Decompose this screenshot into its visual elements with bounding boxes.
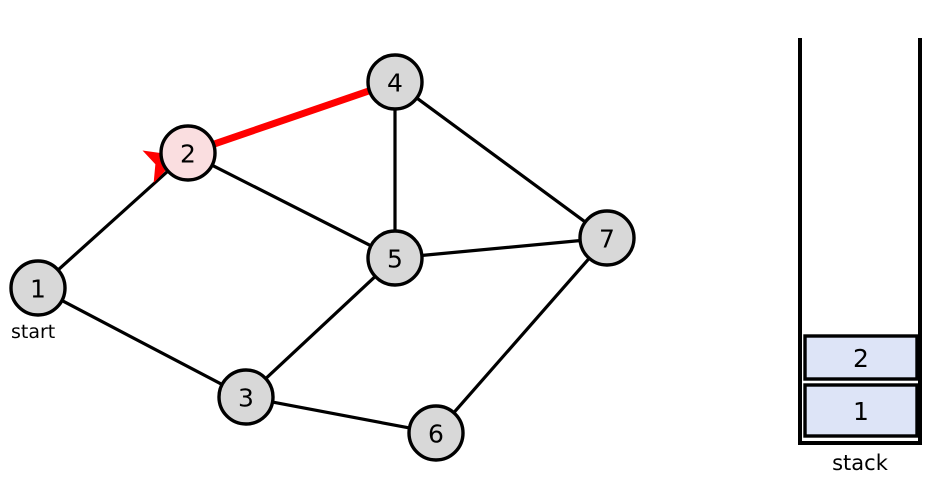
node-circle-2[interactable] (159, 124, 217, 182)
node-label-4: 4 (387, 69, 403, 98)
node-circle-3[interactable] (217, 368, 275, 426)
node-circle-5[interactable] (366, 229, 424, 287)
node-circle-6[interactable] (407, 404, 465, 462)
node-label-2: 2 (180, 140, 196, 169)
graph-edge-3-5 (262, 273, 379, 382)
graph-edge-1-3 (58, 298, 226, 387)
graph-edge-5-7 (418, 238, 584, 258)
graph-edge-1-2 (54, 168, 172, 273)
graph-edge-3-6 (268, 400, 414, 430)
node-label-1: 1 (30, 275, 46, 304)
start-label: start (11, 321, 55, 343)
stack-cell-value-1: 1 (853, 397, 869, 426)
stack-cell-0[interactable]: 2 (803, 334, 919, 381)
graph-node-6[interactable]: 6 (407, 404, 465, 462)
graph-nodes: 1 start 2 3 4 5 6 7 (9, 53, 636, 462)
stack-cell-box-0[interactable] (803, 334, 919, 381)
node-label-5: 5 (387, 245, 403, 274)
stack-cell-box-1[interactable] (803, 383, 919, 438)
graph-node-4[interactable]: 4 (366, 53, 424, 111)
node-label-7: 7 (599, 225, 615, 254)
graph-node-5[interactable]: 5 (366, 229, 424, 287)
graph-edges (54, 95, 593, 430)
graph-node-7[interactable]: 7 (578, 209, 636, 267)
stack-widget: 2 1 stack (798, 38, 922, 475)
stack-cell-value-0: 2 (853, 344, 869, 373)
stack-caption: stack (832, 451, 889, 475)
graph-edge-4-7 (413, 95, 589, 225)
node-circle-7[interactable] (578, 209, 636, 267)
stack-cell-1[interactable]: 1 (803, 383, 919, 438)
node-circle-1[interactable] (9, 259, 67, 317)
graph-edge-6-7 (450, 255, 593, 416)
graph-node-2[interactable]: 2 (159, 124, 217, 182)
graph-node-3[interactable]: 3 (217, 368, 275, 426)
graph-edge-2-5 (208, 162, 375, 249)
node-label-6: 6 (428, 420, 444, 449)
node-label-3: 3 (238, 384, 254, 413)
node-circle-4[interactable] (366, 53, 424, 111)
graph-node-1[interactable]: 1 start (9, 259, 67, 343)
